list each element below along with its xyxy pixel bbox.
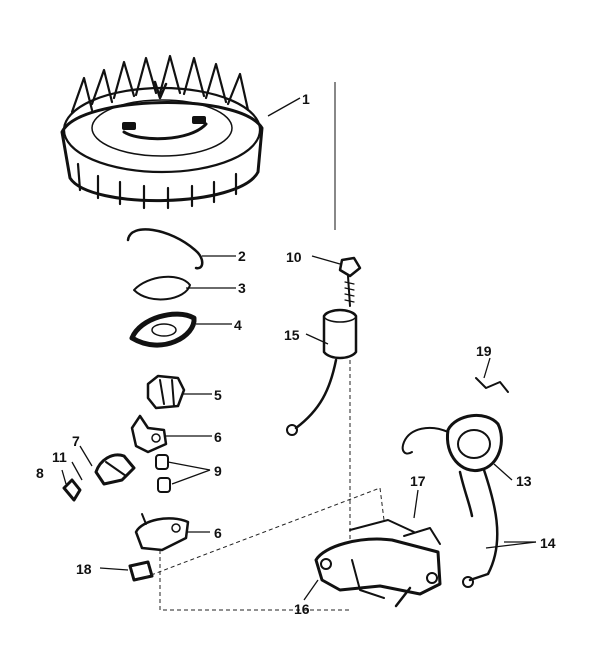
flat-washer	[129, 311, 197, 348]
callout-1: 1	[302, 91, 310, 107]
spring-clip	[126, 228, 204, 270]
callout-6-upper: 6	[214, 429, 222, 445]
callout-17: 17	[410, 473, 426, 489]
screw	[62, 478, 82, 502]
callout-16: 16	[294, 601, 310, 617]
callout-8: 8	[36, 465, 44, 481]
flywheel	[60, 54, 264, 210]
ignition-coil	[401, 413, 503, 473]
mounting-screws	[155, 454, 171, 493]
callout-2: 2	[238, 248, 246, 264]
callout-15: 15	[284, 327, 300, 343]
high-tension-leads	[458, 468, 499, 588]
bolt	[338, 256, 362, 307]
upper-bracket	[130, 414, 168, 454]
washer-plate	[133, 275, 191, 301]
callout-9: 9	[214, 463, 222, 479]
breaker-point-assembly	[94, 453, 136, 486]
callout-7: 7	[72, 433, 80, 449]
callout-14: 14	[540, 535, 556, 551]
armature-bracket-assembly	[314, 519, 442, 608]
wire-clip	[475, 377, 509, 393]
callout-13: 13	[516, 473, 532, 489]
callout-5: 5	[214, 387, 222, 403]
callout-18: 18	[76, 561, 92, 577]
lower-bracket	[134, 513, 190, 552]
callout-3: 3	[238, 280, 246, 296]
callout-6-lower: 6	[214, 525, 222, 541]
assembly-dashed-line-left	[159, 550, 352, 611]
callout-19: 19	[476, 343, 492, 359]
assembly-dashed-line-diagonal	[137, 487, 385, 581]
leader-lines	[61, 97, 537, 601]
condenser	[286, 308, 358, 436]
hex-nut	[146, 374, 186, 410]
callout-10: 10	[286, 249, 302, 265]
callout-4: 4	[234, 317, 242, 333]
callout-11: 11	[52, 449, 67, 465]
small-block	[128, 560, 154, 582]
